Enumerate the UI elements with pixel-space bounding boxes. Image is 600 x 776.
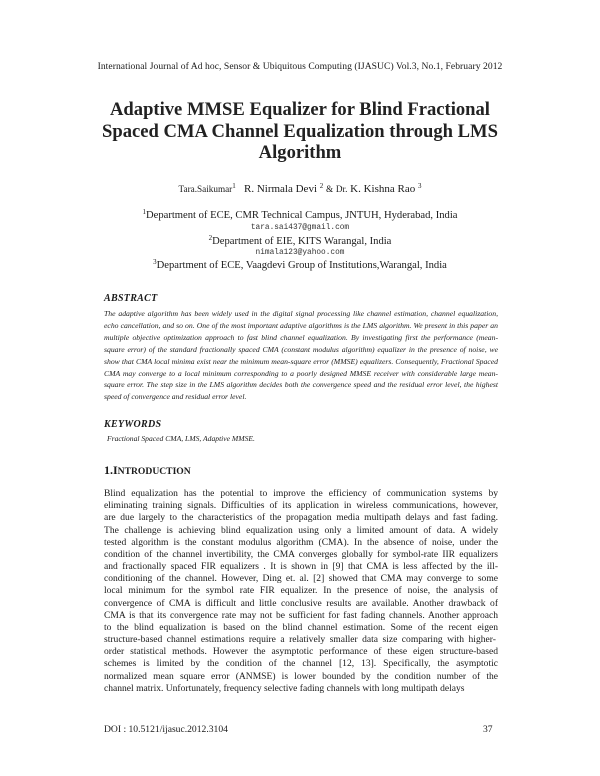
section-heading-introduction: 1.INTRODUCTION [104,463,191,478]
body-line: local minimum for the symbol rate FIR eq… [104,585,498,597]
body-line: CMA is that its convergence rate may not… [104,609,498,621]
author-name: K. Kishna Rao [350,183,416,195]
body-line: tested algorithm is the constant modulus… [104,536,498,548]
author-email: tara.sai437@gmail.com [250,224,350,232]
abstract-heading: ABSTRACT [104,293,158,304]
body-line: condition of the channel invertibility, … [104,548,498,560]
affiliation-text: Department of ECE, CMR Technical Campus,… [145,210,458,221]
affiliation-text: Department of EIE, KITS Warangal, India [212,236,392,247]
section-heading-initial: I [113,463,118,477]
affiliation-superscript: 3 [153,258,157,266]
body-line: conditioning of the channel. However, Di… [104,573,498,585]
author-email: nimala123@yahoo.com [255,249,345,257]
section-number: 1. [104,463,113,477]
author-conjunction: & [326,184,334,194]
author-name: R. Nirmala Devi [243,183,317,195]
affiliation-3: 3Department of ECE, Vaagdevi Group of In… [0,258,600,271]
affiliation-superscript: 2 [208,234,213,242]
author-list: Tara.Saikumar1 R. Nirmala Devi 2 & Dr. K… [0,182,600,195]
title-line: Spaced CMA Channel Equalization through … [102,120,498,142]
author-superscript: 2 [319,182,324,190]
doi: DOI : 10.5121/ijasuc.2012.3104 [104,724,228,735]
body-line: eliminating training signals. Difficulti… [104,500,498,512]
body-line: convergence of CMA is difficult and litt… [104,597,498,609]
affiliation-2: 2Department of EIE, KITS Warangal, India [0,234,600,247]
body-line: to the blind equalization is based on th… [104,621,498,633]
body-line: order statistical methods. However the a… [104,646,498,658]
paper-title: Adaptive MMSE Equalizer for Blind Fracti… [70,99,530,164]
affiliation-1: 1Department of ECE, CMR Technical Campus… [0,208,600,221]
body-line: are due largely to the characteristics o… [104,512,498,524]
abstract-text: The adaptive algorithm has been widely u… [104,309,498,402]
page-number: 37 [483,724,493,735]
body-line: normalized mean square error (ANMSE) is … [104,670,498,682]
keywords-text: Fractional Spaced CMA, LMS, Adaptive MMS… [107,434,255,443]
author-superscript: 1 [232,182,236,190]
body-line: channel matrix. Unfortunately, frequency… [104,682,465,694]
body-line: The challenge is achieving blind equaliz… [104,524,498,536]
title-line: Adaptive MMSE Equalizer for Blind Fracti… [110,99,490,120]
body-line: structure-based channel estimations requ… [104,634,496,646]
author-superscript: 3 [417,182,422,190]
author-name: Tara.Saikumar [178,184,233,194]
affiliation-superscript: 1 [142,208,146,216]
affiliation-text: Department of ECE, Vaagdevi Group of Ins… [156,260,447,271]
section-heading-rest: NTRODUCTION [117,466,191,477]
body-line: and fractionally spaced FIR equalizers .… [104,561,498,573]
body-line: Blind equalization has the potential to … [104,488,498,499]
introduction-body: Blind equalization has the potential to … [104,488,498,695]
journal-header: International Journal of Ad hoc, Sensor … [97,61,503,72]
keywords-heading: KEYWORDS [104,419,162,430]
author-title-prefix: Dr. [335,184,348,194]
title-line: Algorithm [258,142,342,163]
body-line: schemes is limited by the condition of t… [104,658,498,670]
